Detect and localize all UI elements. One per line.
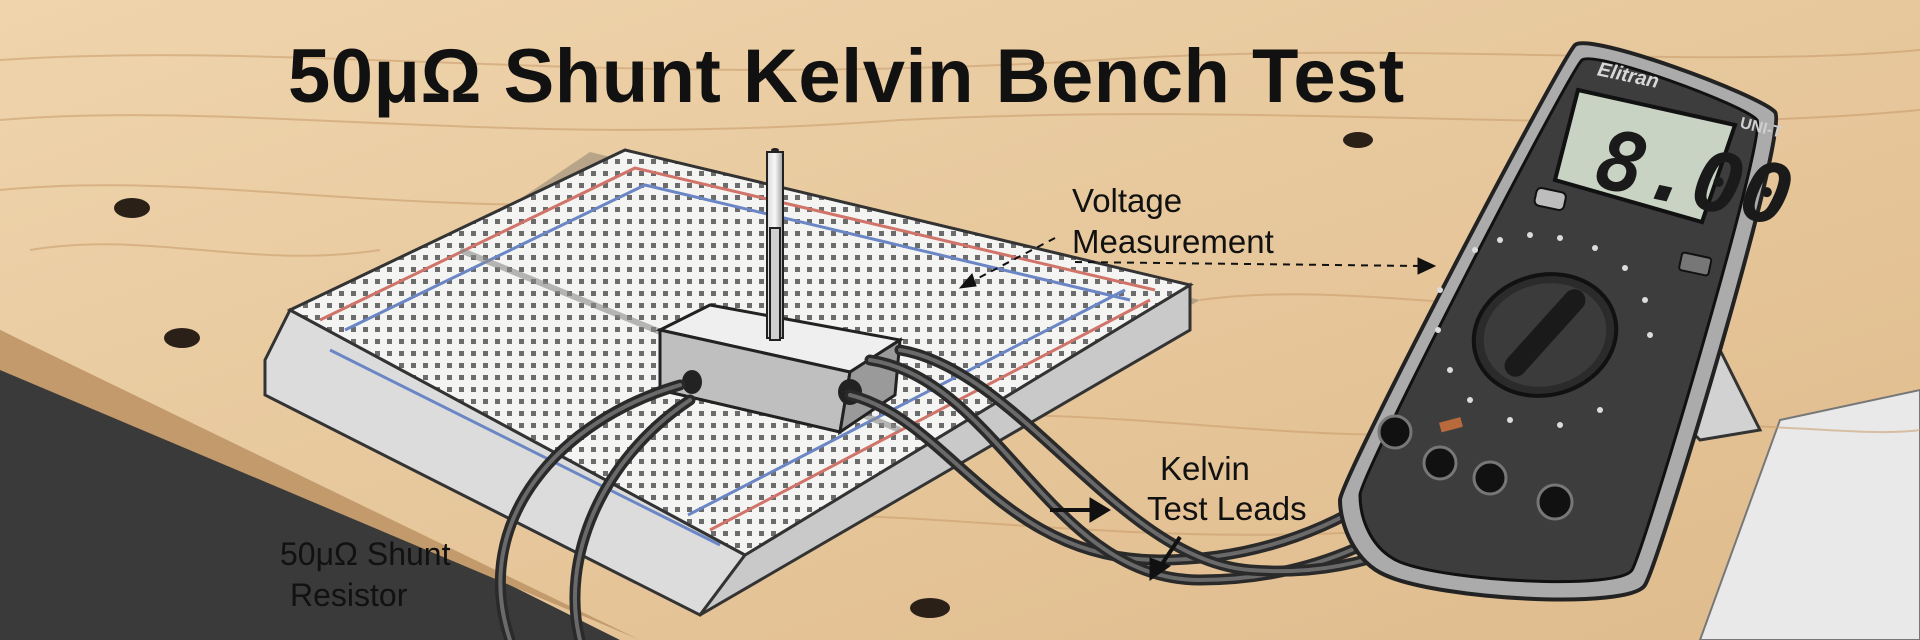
callout-arrows bbox=[958, 237, 1437, 581]
kelvin-label-line2: Test Leads bbox=[1147, 490, 1307, 527]
range-dial[interactable] bbox=[1460, 258, 1630, 411]
input-jacks bbox=[1377, 414, 1574, 521]
voltage-label-line1: Voltage bbox=[1072, 182, 1182, 219]
page-title: 50μΩ Shunt Kelvin Bench Test bbox=[288, 34, 1405, 119]
voltage-label-line2: Measurement bbox=[1072, 223, 1274, 260]
kelvin-label-line1: Kelvin bbox=[1160, 450, 1250, 487]
shunt-label-line2: Resistor bbox=[290, 577, 408, 613]
shunt-resistor bbox=[655, 148, 905, 436]
shunt-label-line1: 50μΩ Shunt bbox=[280, 536, 451, 572]
multimeter: 8.00 Elitran UNI-T bbox=[1337, 41, 1800, 602]
